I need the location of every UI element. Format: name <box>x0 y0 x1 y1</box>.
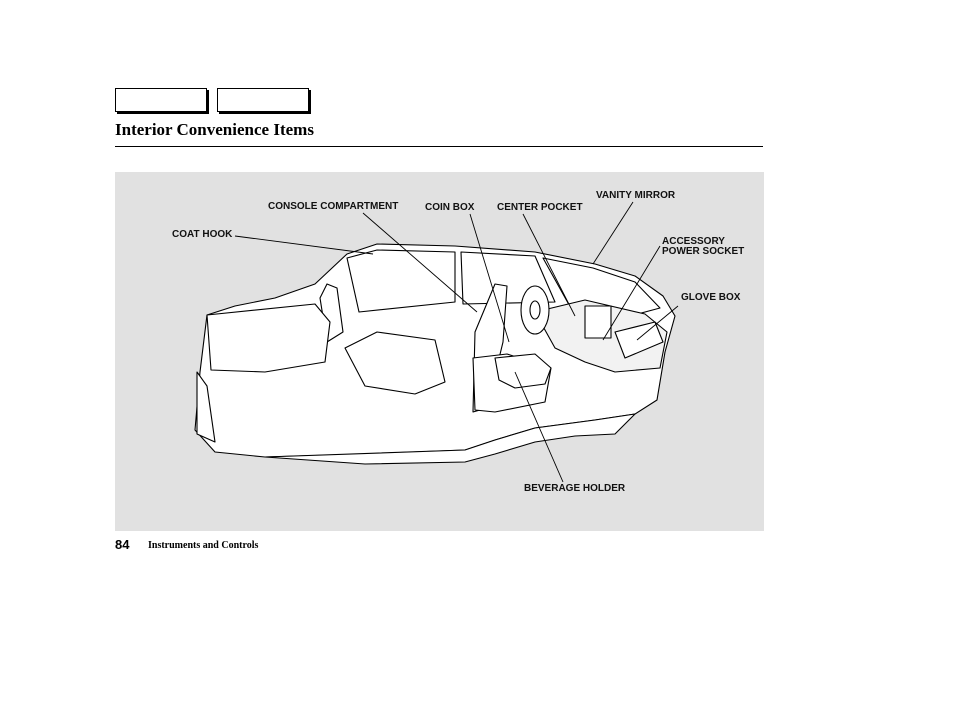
callout-glove-box: GLOVE BOX <box>681 292 741 303</box>
callout-accessory-power-socket-line1: ACCESSORY <box>662 236 725 247</box>
previous-page-button[interactable] <box>115 88 207 112</box>
callout-center-pocket: CENTER POCKET <box>497 202 583 213</box>
callout-console-compartment: CONSOLE COMPARTMENT <box>268 201 399 212</box>
callout-beverage-holder: BEVERAGE HOLDER <box>524 483 626 494</box>
callout-coin-box: COIN BOX <box>425 202 475 213</box>
title-divider <box>115 146 763 147</box>
callout-accessory-power-socket-line2: POWER SOCKET <box>662 246 745 257</box>
callout-vanity-mirror: VANITY MIRROR <box>596 190 676 201</box>
page-number: 84 <box>115 537 130 552</box>
page-title: Interior Convenience Items <box>115 120 314 139</box>
car-interior-illustration <box>194 201 679 483</box>
section-name: Instruments and Controls <box>148 540 259 551</box>
callout-coat-hook: COAT HOOK <box>172 229 233 240</box>
car-interior-figure: COAT HOOK CONSOLE COMPARTMENT COIN BOX C… <box>115 172 764 531</box>
next-page-button[interactable] <box>217 88 309 112</box>
